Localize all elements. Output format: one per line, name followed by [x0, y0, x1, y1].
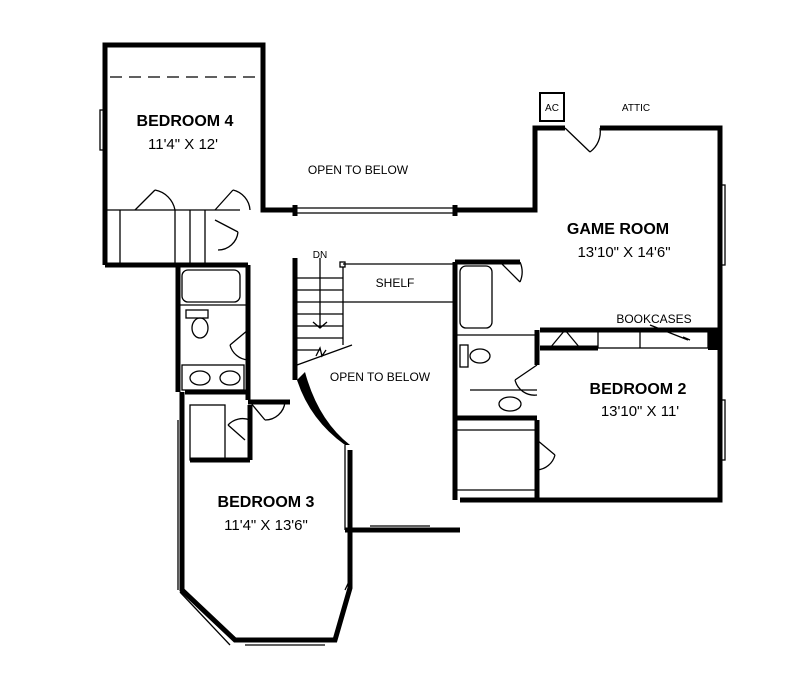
stairs	[292, 258, 460, 533]
attic-label: ATTIC	[622, 103, 650, 114]
game-room-label: GAME ROOM	[567, 221, 669, 238]
stairs-down-label: DN	[313, 250, 327, 261]
bedroom-3-label: BEDROOM 3	[218, 494, 315, 511]
bath-right	[452, 259, 537, 500]
bath-left	[175, 262, 251, 400]
bedroom-4-walls	[99, 42, 295, 268]
open-to-below-center-label: OPEN TO BELOW	[330, 370, 431, 384]
bedroom-4-size: 11'4" X 12'	[148, 136, 218, 153]
game-room-size: 13'10" X 14'6"	[577, 244, 670, 261]
shelf-label: SHELF	[376, 276, 415, 290]
ac-label: AC	[545, 103, 559, 114]
bedroom-3-walls	[177, 392, 353, 646]
bedroom-3-size: 11'4" X 13'6"	[224, 517, 308, 534]
railing	[292, 205, 458, 216]
bedroom-2-size: 13'10" X 11'	[601, 403, 679, 420]
bedroom-4-label: BEDROOM 4	[137, 113, 234, 130]
bedroom-2-label: BEDROOM 2	[590, 381, 687, 398]
game-room-walls	[455, 125, 726, 503]
open-to-below-top-label: OPEN TO BELOW	[308, 163, 409, 177]
bookcases-label: BOOKCASES	[616, 312, 691, 326]
ac-unit	[539, 92, 565, 122]
